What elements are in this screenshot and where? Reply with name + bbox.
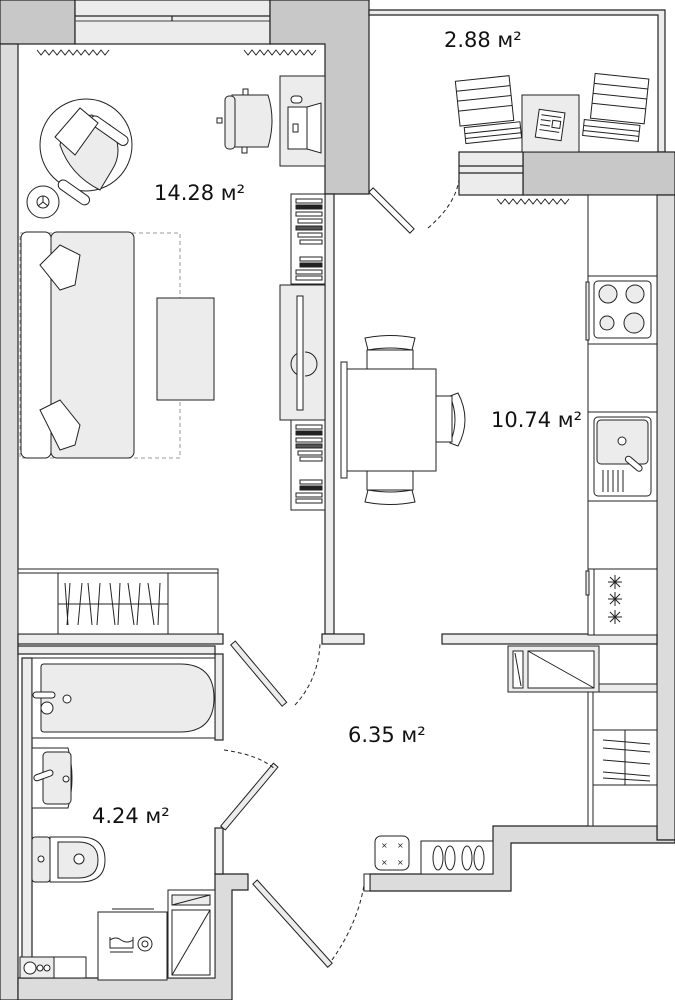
sofa-icon (19, 231, 181, 459)
bathtub-icon (31, 657, 216, 739)
deck-chair-icon (454, 72, 650, 145)
washing-machine-icon (97, 908, 168, 981)
kitchen-cabinets-icon (587, 194, 658, 636)
dining-table-icon (340, 335, 466, 505)
entry-door-icon (252, 873, 371, 968)
bookshelf-icon (290, 193, 326, 511)
living-room-area-label: 14.28 м² (154, 181, 246, 205)
desk-with-laptop-icon (279, 75, 326, 167)
tv-unit-icon (279, 284, 326, 421)
office-chair-icon (216, 88, 273, 154)
shoe-rack-icon (420, 840, 494, 875)
wardrobe-icon (17, 568, 219, 635)
washbasin-icon (31, 747, 73, 809)
wall-cabinet-icon (507, 645, 658, 693)
living-room-door-icon (229, 640, 321, 707)
svg-text:×: × (381, 841, 388, 850)
sink-icon (593, 416, 652, 497)
radiator-icon (36, 49, 570, 205)
balcony-area-label: 2.88 м² (444, 28, 522, 52)
cooktop-icon (585, 280, 652, 341)
bathroom-area-label: 4.24 м² (92, 804, 170, 828)
closet-icon (587, 691, 658, 827)
svg-text:×: × (397, 841, 404, 850)
armchair-icon (39, 98, 133, 206)
hallway-area-label: 6.35 м² (348, 723, 426, 747)
svg-text:×: × (381, 858, 388, 867)
water-heater-icon (167, 889, 216, 979)
floor-lamp-icon (26, 185, 60, 219)
svg-text:×: × (397, 858, 404, 867)
toilet-icon (31, 836, 106, 883)
bathroom-door-icon (219, 749, 279, 831)
kitchen-area-label: 10.74 м² (491, 408, 583, 432)
boiler-icon (19, 956, 87, 979)
balcony-door-icon (368, 179, 460, 234)
pouf-icon: × × × × (374, 835, 410, 871)
side-table-with-newspaper-icon (521, 94, 580, 153)
fridge-icon (585, 568, 658, 636)
coffee-table-icon (156, 297, 215, 401)
